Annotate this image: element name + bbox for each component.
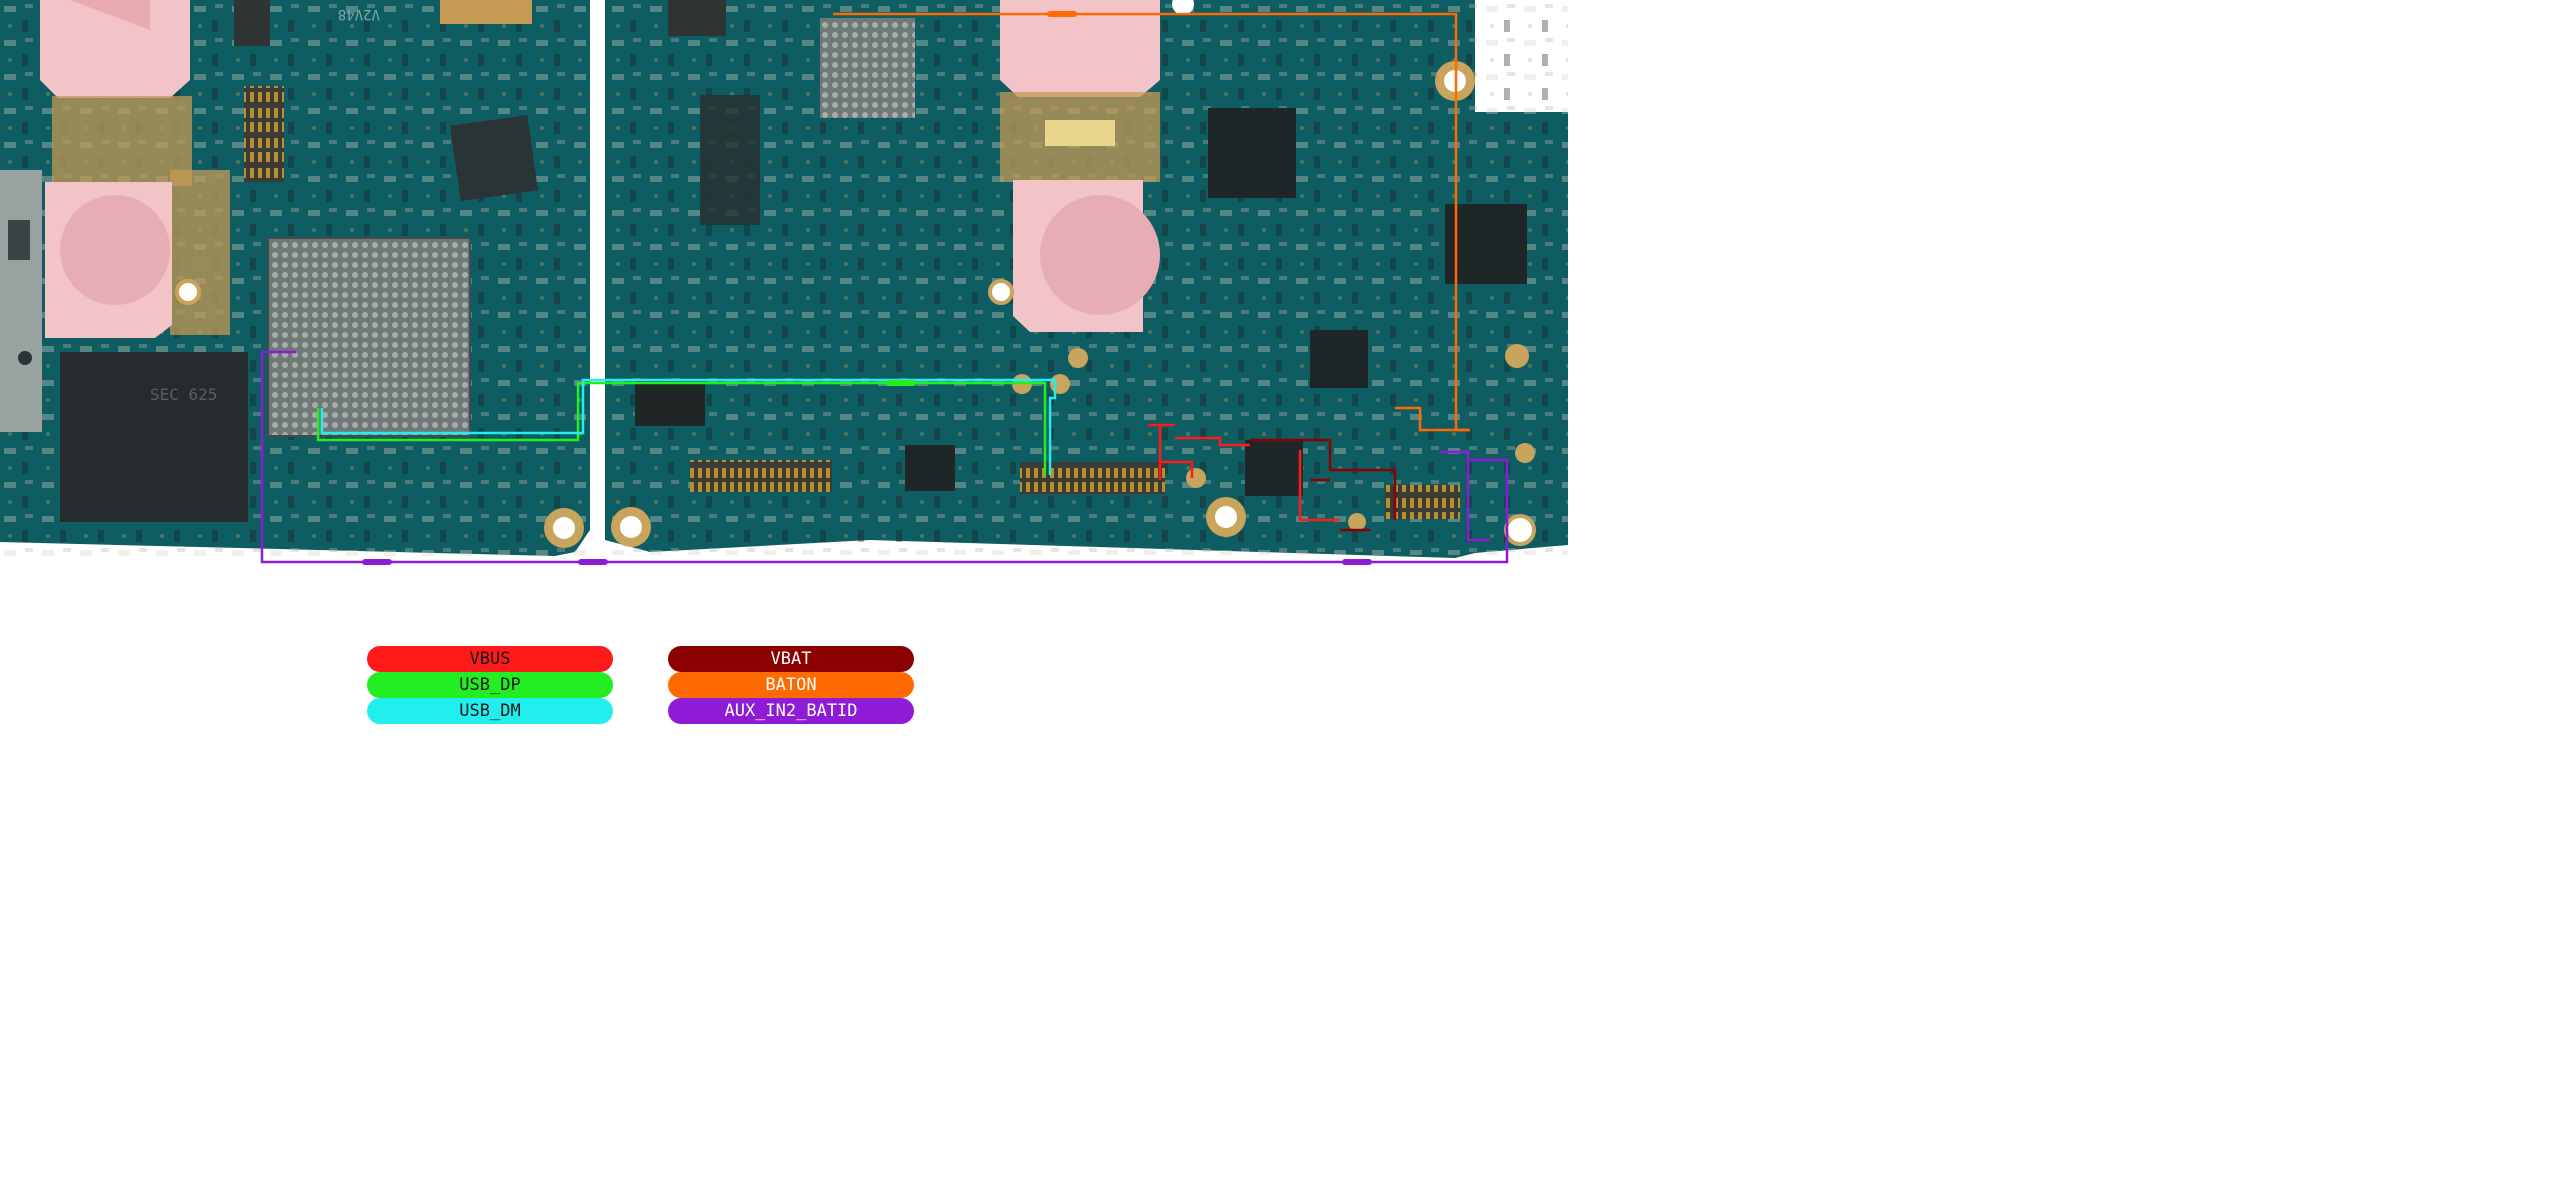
legend-baton-label: BATON (765, 674, 817, 695)
svg-text:V2V48: V2V48 (338, 6, 380, 22)
trace-vbat (1250, 438, 1397, 532)
legend-usb-dp: USB_DP (367, 672, 613, 698)
legend-aux-in2-batid-label: AUX_IN2_BATID (724, 700, 858, 721)
trace-aux-in2-batid (260, 350, 1509, 564)
legend-usb-dm-label: USB_DM (459, 700, 521, 721)
svg-text:SEC 625: SEC 625 (150, 385, 217, 404)
trace-usb-dp (316, 381, 1047, 475)
trace-baton (833, 12, 1470, 432)
left-board: V2V48 SEC 625 (0, 0, 590, 556)
trace-usb-dm (320, 378, 1057, 475)
legend-aux-in2-batid: AUX_IN2_BATID (668, 698, 914, 724)
legend-vbat-label: VBAT (770, 648, 812, 669)
trace-labels (362, 11, 1372, 565)
legend-vbus: VBUS (367, 646, 613, 672)
legend-vbus-label: VBUS (469, 648, 511, 669)
legend-baton: BATON (668, 672, 914, 698)
legend-usb-dp-label: USB_DP (459, 674, 521, 695)
right-board (605, 0, 1568, 558)
trace-vbus (1148, 423, 1340, 522)
legend-usb-dm: USB_DM (367, 698, 613, 724)
legend-vbat: VBAT (668, 646, 914, 672)
